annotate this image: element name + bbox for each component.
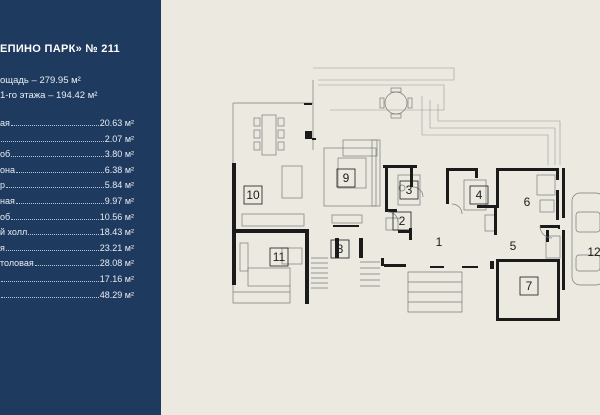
room-name: она bbox=[0, 164, 15, 175]
room-row: 2.07 м² bbox=[0, 134, 134, 150]
dining-table bbox=[253, 114, 285, 156]
terrace-outline bbox=[232, 67, 561, 304]
room-label-box bbox=[469, 185, 489, 205]
room-label-box bbox=[330, 239, 350, 259]
stairs bbox=[311, 257, 463, 313]
outdoor-table bbox=[379, 87, 413, 119]
room-name: ая bbox=[0, 118, 10, 128]
room-area: 23.21 м² bbox=[99, 242, 134, 253]
room-row: 48.29 м² bbox=[0, 290, 134, 306]
project-title: ЕПИНО ПАРК» № 211 bbox=[0, 43, 120, 55]
room-number-label: 2 bbox=[399, 214, 406, 228]
car-outline bbox=[571, 192, 600, 286]
room-area: 10.56 м² bbox=[99, 211, 134, 222]
room-row: р 5.84 м² bbox=[0, 180, 134, 196]
dot-leader bbox=[15, 196, 104, 204]
dot-leader bbox=[10, 118, 99, 126]
room-row: она 6.38 м² bbox=[0, 165, 134, 181]
room-name: ная bbox=[0, 195, 15, 206]
room-area: 28.08 м² bbox=[99, 258, 134, 269]
room-area: 48.29 м² bbox=[99, 289, 134, 300]
first-floor-area-text: 1-го этажа – 194.42 м² bbox=[0, 90, 98, 101]
dot-leader bbox=[15, 165, 104, 173]
room-area: 17.16 м² bbox=[99, 273, 134, 284]
room-area: 6.38 м² bbox=[104, 164, 134, 175]
room-row: ая 20.63 м² bbox=[0, 118, 134, 134]
room-area: 3.80 м² bbox=[104, 149, 134, 160]
room-number-label: 11 bbox=[273, 250, 286, 264]
dot-leader bbox=[1, 134, 104, 142]
room-name: я bbox=[0, 242, 5, 253]
room-label-box bbox=[399, 180, 419, 200]
rooms-list: ая 20.63 м² 2.07 м² об 3.80 м² она 6.38 м² р 5.8… bbox=[0, 118, 134, 305]
room-area: 5.84 м² bbox=[104, 180, 134, 191]
room-name: й холл bbox=[0, 227, 28, 238]
room-row: 17.16 м² bbox=[0, 274, 134, 290]
dot-leader bbox=[34, 258, 99, 267]
room-area: 20.63 м² bbox=[99, 118, 134, 128]
room-area: 9.97 м² bbox=[104, 195, 134, 206]
room-row: й холл 18.43 м² bbox=[0, 227, 134, 243]
walls bbox=[232, 103, 565, 321]
room-name: об bbox=[0, 149, 11, 160]
room-number-label: 6 bbox=[524, 195, 531, 209]
dot-leader bbox=[6, 180, 104, 189]
room-name: об bbox=[0, 211, 11, 222]
room-row: об 3.80 м² bbox=[0, 149, 134, 165]
dot-leader bbox=[28, 227, 99, 236]
room-number-label: 3 bbox=[406, 183, 413, 197]
total-area-text: ощадь – 279.95 м² bbox=[0, 75, 81, 86]
room-number-label: 10 bbox=[246, 188, 260, 202]
dot-leader bbox=[11, 149, 104, 158]
room-number-label: 8 bbox=[337, 242, 344, 256]
room-area: 2.07 м² bbox=[104, 133, 134, 144]
room-number-label: 4 bbox=[476, 188, 483, 202]
dot-leader bbox=[11, 212, 99, 220]
room-label-box bbox=[336, 168, 356, 188]
room-number-label: 9 bbox=[343, 171, 350, 185]
room-label-box bbox=[519, 276, 539, 296]
room-number-label: 7 bbox=[526, 279, 533, 293]
room-label-box bbox=[392, 211, 412, 231]
kitchen-furniture bbox=[239, 165, 305, 287]
room-number-label: 5 bbox=[510, 239, 517, 253]
room-name: толовая bbox=[0, 258, 34, 269]
room-label-box bbox=[269, 247, 289, 267]
room-number-label: 1 bbox=[436, 235, 443, 249]
room-area: 18.43 м² bbox=[99, 227, 134, 238]
living-furniture bbox=[323, 139, 381, 224]
dot-leader bbox=[1, 274, 99, 282]
room-number-label: 12 bbox=[587, 245, 600, 259]
info-panel: ЕПИНО ПАРК» № 211 ощадь – 279.95 м² 1-го… bbox=[0, 0, 161, 415]
dot-leader bbox=[1, 290, 99, 298]
room-row: я 23.21 м² bbox=[0, 243, 134, 259]
room-row: толовая 28.08 м² bbox=[0, 258, 134, 274]
room-row: об 10.56 м² bbox=[0, 212, 134, 228]
room-name: р bbox=[0, 180, 6, 191]
room-row: ная 9.97 м² bbox=[0, 196, 134, 212]
room-label-box bbox=[243, 185, 263, 205]
bathroom-fixtures bbox=[385, 174, 561, 259]
dot-leader bbox=[5, 243, 99, 251]
